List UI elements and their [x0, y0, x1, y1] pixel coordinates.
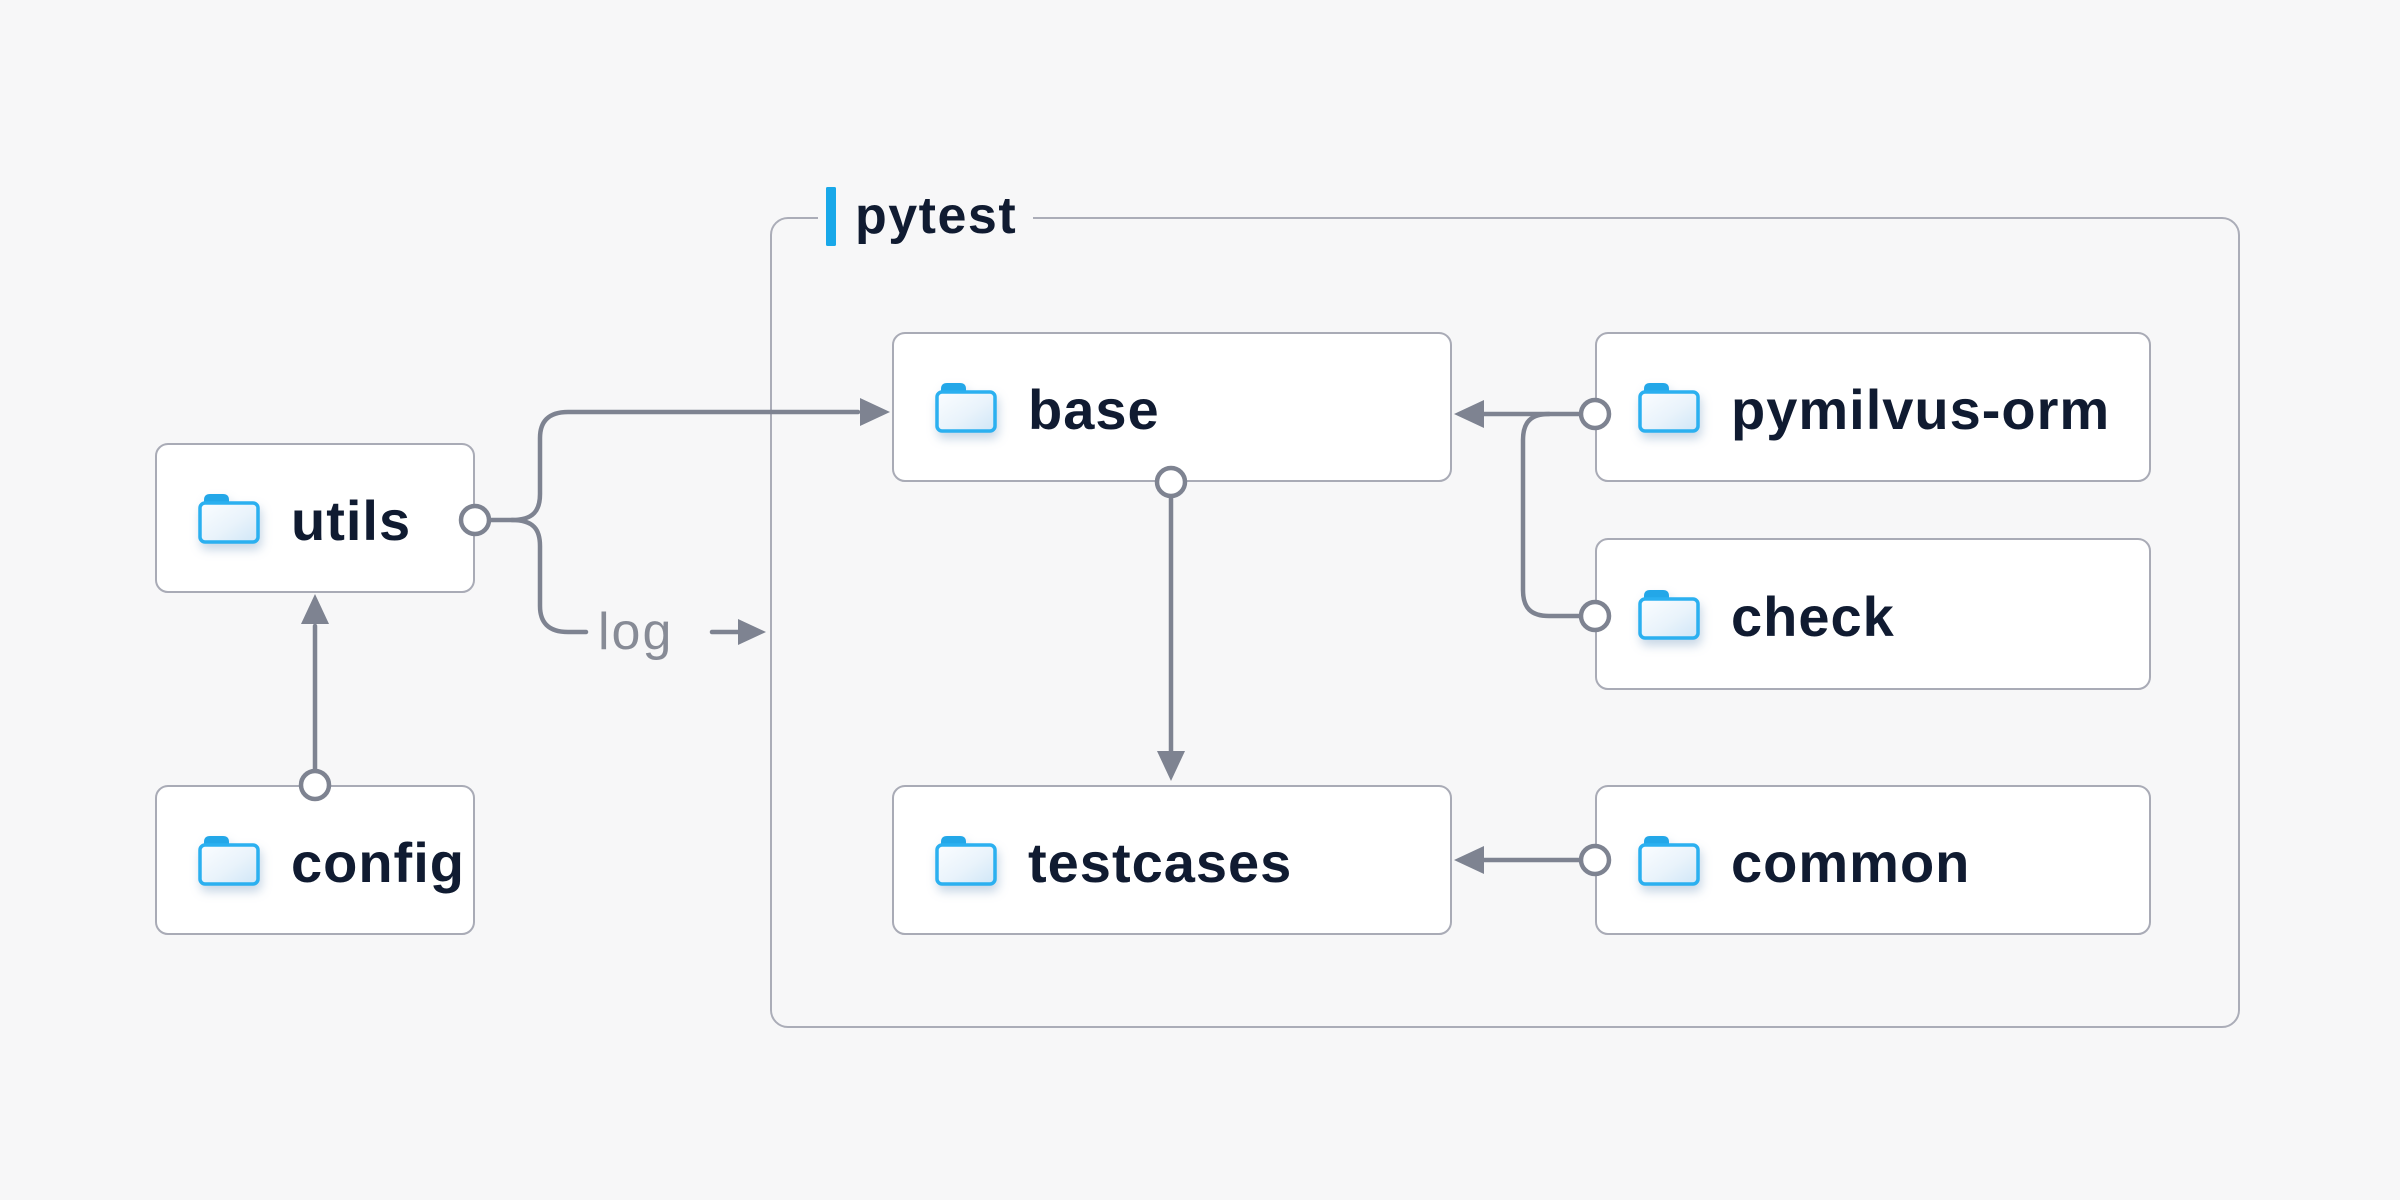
node-utils: utils [155, 443, 475, 593]
node-base: base [892, 332, 1452, 482]
edge-config-to-utils [298, 594, 332, 802]
node-common: common [1595, 785, 2151, 935]
folder-icon [1637, 587, 1701, 641]
node-common-label: common [1731, 830, 1971, 894]
node-testcases-label: testcases [1028, 830, 1293, 894]
pytest-group-label: pytest [818, 186, 1034, 246]
node-utils-label: utils [291, 488, 412, 552]
folder-icon [934, 833, 998, 887]
arrowhead-up-icon [301, 594, 329, 624]
node-check: check [1595, 538, 2151, 690]
folder-icon [197, 833, 261, 887]
node-testcases: testcases [892, 785, 1452, 935]
folder-icon [934, 380, 998, 434]
folder-icon [1637, 833, 1701, 887]
node-base-label: base [1028, 377, 1160, 441]
node-pymilvus-orm: pymilvus-orm [1595, 332, 2151, 482]
folder-icon [1637, 380, 1701, 434]
folder-icon [197, 491, 261, 545]
node-check-label: check [1731, 584, 1895, 648]
wire-line [509, 517, 589, 635]
node-config-label: config [291, 830, 465, 894]
pytest-group-frame [770, 217, 2240, 1028]
arrowhead-right-icon [738, 619, 766, 645]
node-config: config [155, 785, 475, 935]
pytest-group-title: pytest [855, 187, 1018, 245]
node-pymilvus-orm-label: pymilvus-orm [1731, 377, 2111, 441]
accent-bar [826, 186, 836, 246]
log-edge-label: log [598, 603, 674, 661]
